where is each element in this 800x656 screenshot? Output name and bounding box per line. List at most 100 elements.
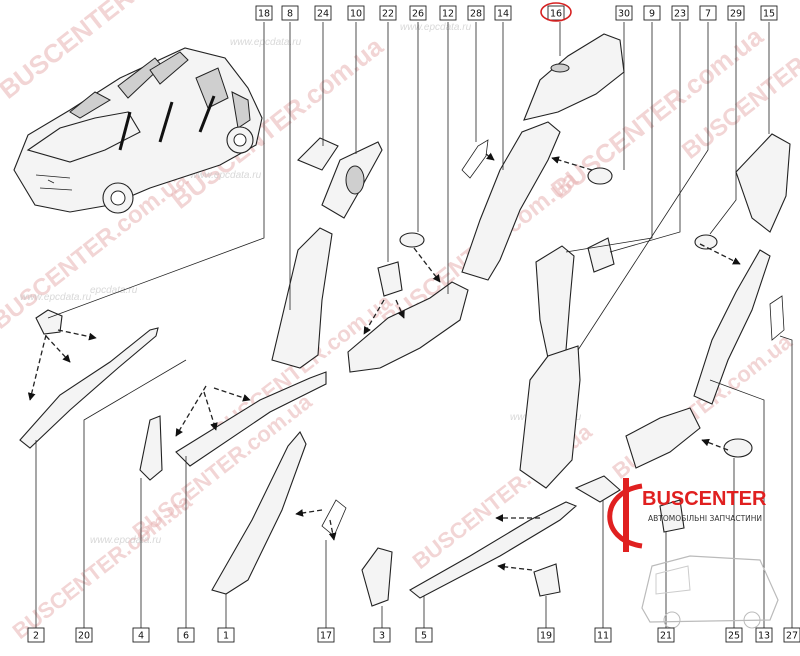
callout-9: 9 [643, 5, 661, 21]
callout-number: 24 [317, 9, 329, 20]
callout-number: 11 [597, 631, 609, 642]
callout-number: 29 [730, 9, 742, 20]
callout-6: 6 [177, 627, 195, 643]
callout-box [494, 5, 512, 21]
callout-box [317, 627, 335, 643]
watermark-site: www.epcdata.ru [20, 292, 92, 303]
callout-28: 28 [467, 5, 485, 21]
callout-number: 17 [320, 631, 332, 642]
logo-tagline: АВТОМОБІЛЬНІ ЗАПЧАСТИНИ [648, 514, 762, 523]
callout-box [409, 5, 427, 21]
assembly-arrows [27, 152, 741, 571]
callout-box [671, 5, 689, 21]
callout-4: 4 [132, 627, 150, 643]
callout-number: 14 [497, 9, 509, 20]
callout-box [379, 5, 397, 21]
callout-number: 21 [660, 631, 672, 642]
callout-number: 27 [786, 631, 798, 642]
callout-box [755, 627, 773, 643]
watermark-site: www.epcdata.ru [190, 170, 262, 181]
callout-29: 29 [727, 5, 745, 21]
callout-2: 2 [27, 627, 45, 643]
callout-27: 27 [783, 627, 800, 643]
callout-box [760, 5, 778, 21]
callout-15: 15 [760, 5, 778, 21]
callout-box [217, 627, 235, 643]
callout-number: 2 [33, 631, 39, 642]
watermark-site: www.epcdata.ru [90, 535, 162, 546]
callout-21: 21 [657, 627, 675, 643]
callout-26: 26 [409, 5, 427, 21]
callout-22: 22 [379, 5, 397, 21]
callout-number: 1 [223, 631, 229, 642]
callout-1: 1 [217, 627, 235, 643]
highlight-circle [540, 2, 572, 22]
callout-number: 23 [674, 9, 686, 20]
callout-16: 16 [547, 5, 565, 21]
callout-box [415, 627, 433, 643]
callout-box [75, 627, 93, 643]
callout-box [314, 5, 332, 21]
callout-box [281, 5, 299, 21]
callout-number: 26 [412, 9, 424, 20]
callout-10: 10 [347, 5, 365, 21]
callout-number: 5 [421, 631, 427, 642]
callout-box [347, 5, 365, 21]
callout-box [615, 5, 633, 21]
callout-5: 5 [415, 627, 433, 643]
callout-25: 25 [725, 627, 743, 643]
callout-number: 28 [470, 9, 482, 20]
watermark-site: www.epcdata.ru [230, 37, 302, 48]
callout-box [594, 627, 612, 643]
callout-17: 17 [317, 627, 335, 643]
callout-number: 19 [540, 631, 552, 642]
callout-19: 19 [537, 627, 555, 643]
callout-box [467, 5, 485, 21]
callout-number: 4 [138, 631, 144, 642]
callout-box [177, 627, 195, 643]
van-silhouette [641, 555, 779, 623]
callout-11: 11 [594, 627, 612, 643]
callout-box [537, 627, 555, 643]
callout-23: 23 [671, 5, 689, 21]
callout-box [643, 5, 661, 21]
callout-number: 20 [78, 631, 90, 642]
logo-name: BUSCENTER [642, 488, 767, 510]
buscenter-logo: BUSCENTER АВТОМОБІЛЬНІ ЗАПЧАСТИНИ [607, 478, 779, 629]
callout-3: 3 [373, 627, 391, 643]
callout-18: 18 [255, 5, 273, 21]
callout-number: 16 [550, 9, 562, 20]
callout-number: 13 [758, 631, 770, 642]
top-callout-labels: 18 8 24 10 22 26 12 28 14 16 30 9 23 7 29 15 [255, 5, 778, 21]
callout-30: 30 [615, 5, 633, 21]
watermark-site: www.epcdata.ru [400, 22, 472, 33]
callout-number: 6 [183, 631, 189, 642]
part-shapes [19, 33, 791, 607]
bottom-callout-labels: 2 20 4 6 1 17 3 5 19 11 21 25 13 27 [27, 627, 800, 643]
leader-lines [35, 22, 793, 628]
callout-number: 8 [287, 9, 293, 20]
callout-box [657, 627, 675, 643]
callout-box [255, 5, 273, 21]
callout-number: 9 [649, 9, 655, 20]
callout-24: 24 [314, 5, 332, 21]
callout-number: 7 [705, 9, 711, 20]
callout-box [439, 5, 457, 21]
callout-8: 8 [281, 5, 299, 21]
callout-box [725, 627, 743, 643]
callout-12: 12 [439, 5, 457, 21]
callout-number: 25 [728, 631, 740, 642]
callout-number: 10 [350, 9, 362, 20]
callout-number: 30 [618, 9, 630, 20]
callout-13: 13 [755, 627, 773, 643]
callout-box [373, 627, 391, 643]
callout-box [547, 5, 565, 21]
callout-7: 7 [699, 5, 717, 21]
callout-number: 15 [763, 9, 775, 20]
callout-14: 14 [494, 5, 512, 21]
callout-number: 18 [258, 9, 270, 20]
callout-number: 12 [442, 9, 454, 20]
callout-box [699, 5, 717, 21]
car-overview-drawing [13, 47, 263, 214]
